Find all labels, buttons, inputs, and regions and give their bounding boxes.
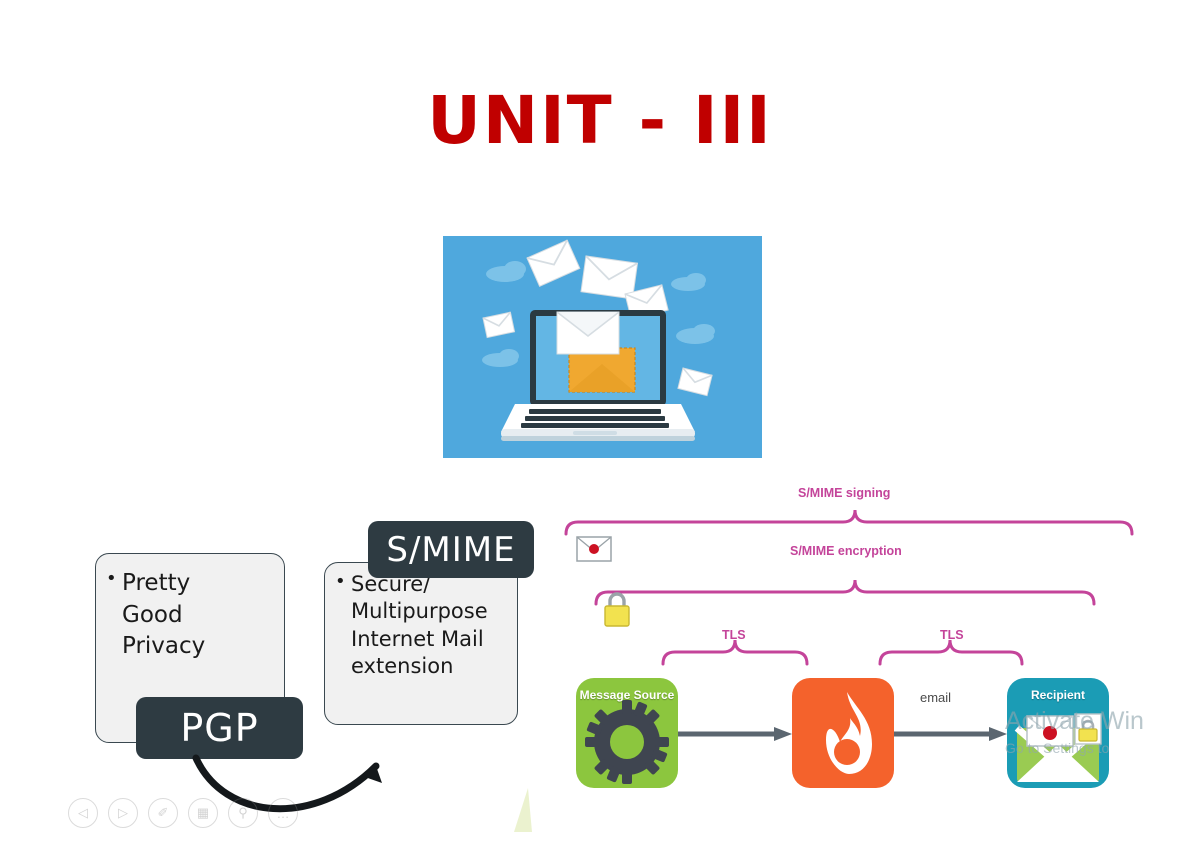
pgp-line-3: Privacy [122,633,206,660]
smime-card: Secure/ Multipurpose Internet Mail exten… [324,562,518,725]
previous-slide-button[interactable]: ◁ [68,798,98,828]
smime-signing-label: S/MIME signing [798,486,891,500]
sealed-envelope-icon [576,536,612,562]
pgp-line-2: Good [122,601,183,628]
tls-right-label: TLS [940,628,964,642]
decorative-sliver [514,788,532,832]
more-options-button[interactable]: … [268,798,298,828]
smime-tag: S/MIME [368,521,534,578]
gear-icon [585,700,669,784]
pen-tool-button[interactable]: ✐ [148,798,178,828]
arrow-relay-to-recipient-icon [894,727,1007,741]
node-recipient: Recipient [1007,678,1109,788]
next-slide-button[interactable]: ▷ [108,798,138,828]
pgp-bullet-item: Pretty Good Privacy [106,567,276,663]
page-title: UNIT - III [427,82,773,159]
brace-smime-encryption [594,579,1096,606]
pgp-tag: PGP [136,697,303,759]
node-message-source: Message Source [576,678,678,788]
email-flow-label: email [920,690,952,705]
protocol-diagram: S/MIME signing S/MIME encryption TLS TLS… [560,478,1160,838]
smime-line-4: extension [351,653,454,678]
smime-line-3: Internet Mail [351,626,484,651]
brace-tls-left [661,639,809,666]
node-mail-relay [792,678,894,788]
brace-tls-right [878,639,1024,666]
arrow-source-to-relay-icon [678,727,792,741]
smime-encryption-label: S/MIME encryption [790,544,902,558]
email-illustration-svg [443,236,762,458]
zoom-button[interactable]: ⚲ [228,798,258,828]
tls-left-label: TLS [722,628,746,642]
envelope-icon [1014,713,1102,782]
flame-icon [826,692,872,774]
all-slides-button[interactable]: ▦ [188,798,218,828]
brace-smime-signing [564,509,1134,536]
smime-line-2: Multipurpose [351,599,488,624]
padlock-icon [604,592,630,627]
presenter-toolbar[interactable]: ◁ ▷ ✐ ▦ ⚲ … [68,798,298,828]
message-source-label: Message Source [579,688,675,702]
smime-bullet-item: Secure/ Multipurpose Internet Mail exten… [335,570,509,680]
email-laptop-illustration [443,236,762,458]
brace-group [564,509,1134,666]
pgp-bullet-list: Pretty Good Privacy [96,554,284,663]
recipient-label: Recipient [1030,688,1085,702]
pgp-line-1: Pretty [122,570,191,596]
smime-bullet-list: Secure/ Multipurpose Internet Mail exten… [325,563,517,680]
